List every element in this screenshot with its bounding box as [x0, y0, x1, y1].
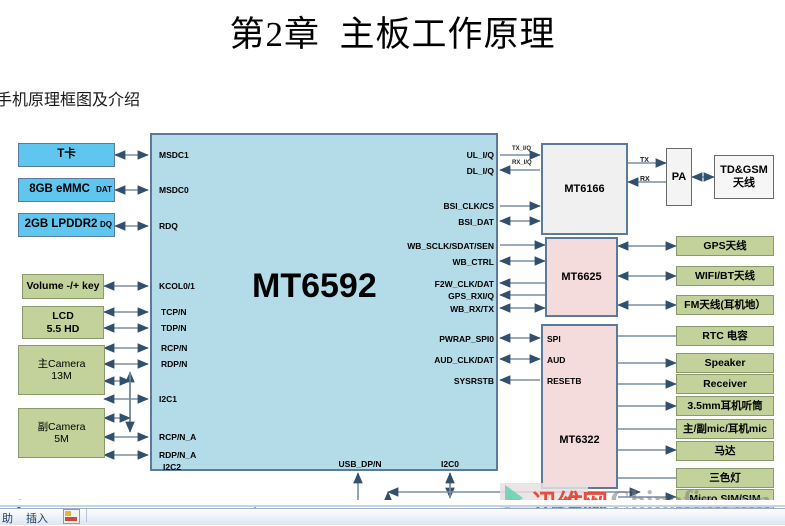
pa-label: PA: [671, 170, 687, 183]
block-tricolor-led[interactable]: 三色灯: [676, 468, 774, 488]
block-label: T卡: [57, 148, 76, 161]
label-rx-iq: RX_I/Q: [512, 160, 532, 166]
pin-rdq: RDQ: [159, 221, 178, 231]
block-mt6166[interactable]: MT6166: [541, 143, 628, 235]
block-label: 8GB eMMC: [29, 183, 90, 196]
block-label: 2GB LPDDR2: [24, 218, 98, 231]
block-headset-jack[interactable]: 3.5mm耳机听筒: [676, 396, 774, 416]
pin-msdc1: MSDC1: [159, 150, 189, 160]
antenna-label-line2: 天线: [733, 177, 755, 189]
block-fm-antenna[interactable]: FM天线(耳机地）: [676, 295, 774, 315]
page-subtitle: 手机原理框图及介绍: [0, 90, 141, 109]
pin-msdc0: MSDC0: [159, 185, 189, 195]
pin-aud: AUD: [547, 355, 566, 365]
block-pa[interactable]: PA: [666, 148, 692, 206]
block-label-line2: 5M: [54, 433, 69, 445]
pin-spi: SPI: [547, 334, 561, 344]
chip-label: MT6322: [559, 434, 600, 447]
block-label: 3.5mm耳机听筒: [687, 399, 763, 412]
pin-gps-rxiq: GPS_RXI/Q: [448, 291, 494, 301]
block-td-gsm-antenna[interactable]: TD&GSM 天线: [714, 155, 774, 199]
chip-label: MT6625: [561, 270, 602, 283]
antenna-label-line1: TD&GSM: [720, 164, 768, 177]
ribbon-tab-partial[interactable]: 助: [2, 513, 13, 525]
pin-wb-sclk: WB_SCLK/SDAT/SEN: [407, 241, 494, 251]
block-label: WIFI/BT天线: [694, 269, 756, 282]
block-label: Speaker: [704, 356, 746, 369]
block-receiver[interactable]: Receiver: [676, 374, 774, 394]
block-label-line2: 5.5 HD: [46, 322, 80, 335]
block-tag: DQ: [100, 220, 112, 230]
pin-i2c1: I2C1: [159, 394, 177, 404]
block-label: 马达: [714, 444, 736, 457]
block-label: FM天线(耳机地）: [684, 298, 766, 311]
chip-label: MT6166: [564, 182, 605, 195]
pin-resetb: RESETB: [547, 376, 582, 386]
slide-icon[interactable]: [63, 509, 80, 524]
pin-rdpn: RDP/N: [161, 359, 188, 369]
pin-tcpn: TCP/N: [161, 307, 187, 317]
block-label: RTC 电容: [702, 329, 748, 342]
page-title: 第2章 主板工作原理: [229, 15, 556, 54]
block-gps-antenna[interactable]: GPS天线: [676, 236, 774, 256]
pin-wb-rx-tx: WB_RX/TX: [450, 304, 494, 314]
block-lcd[interactable]: LCD 5.5 HD: [22, 306, 104, 339]
block-label-line1: 副Camera: [37, 420, 86, 433]
pin-aud-clk-dat: AUD_CLK/DAT: [434, 355, 494, 365]
block-mt6322[interactable]: MT6322: [541, 324, 618, 489]
block-mt6625[interactable]: MT6625: [545, 237, 618, 317]
block-rtc-cap[interactable]: RTC 电容: [676, 326, 774, 346]
block-sub-camera[interactable]: 副Camera 5M: [18, 408, 105, 458]
pin-i2c0: I2C0: [441, 459, 459, 469]
block-mics[interactable]: 主/副mic/耳机mic: [676, 419, 774, 439]
pin-rdpn-a: RDP/N_A: [159, 450, 197, 460]
block-volume-key[interactable]: Volume -/+ key: [22, 274, 104, 299]
label-tx: TX: [640, 157, 649, 164]
block-vibrator[interactable]: 马达: [676, 441, 774, 461]
block-wifi-bt-antenna[interactable]: WIFI/BT天线: [676, 266, 774, 286]
block-label: Volume -/+ key: [26, 280, 100, 293]
pin-f2w-clk: F2W_CLK/DAT: [434, 279, 494, 289]
block-label: Receiver: [703, 377, 747, 390]
pin-ul-iq: UL_I/Q: [466, 150, 494, 160]
pin-rcpn-a: RCP/N_A: [159, 432, 197, 442]
pin-kcol: KCOL0/1: [159, 281, 195, 291]
pin-dl-iq: DL_I/Q: [466, 166, 494, 176]
block-lpddr2[interactable]: 2GB LPDDR2 DQ: [18, 213, 115, 237]
block-label: 三色灯: [709, 471, 741, 484]
pin-bsi-clk-cs: BSI_CLK/CS: [443, 201, 494, 211]
label-tx-iq: TX_I/Q: [512, 146, 532, 152]
pin-bsi-dat: BSI_DAT: [458, 217, 494, 227]
app-ribbon-bar: [0, 508, 785, 525]
block-label: 主/副mic/耳机mic: [682, 422, 768, 435]
block-main-camera[interactable]: 主Camera 13M: [18, 345, 105, 395]
block-soc-mt6592[interactable]: MT6592: [150, 133, 498, 471]
pin-sysrstb: SYSRSTB: [453, 376, 494, 386]
pin-pwrap-spi0: PWRAP_SPI0: [439, 334, 494, 344]
ribbon-divider: [86, 509, 87, 522]
block-tag: DAT: [96, 185, 112, 195]
ribbon-tab-insert[interactable]: 插入: [26, 513, 48, 525]
pin-rcpn: RCP/N: [161, 343, 188, 353]
slide-bottom-spacer: [0, 500, 785, 506]
block-label-line1: 主Camera: [37, 357, 86, 370]
block-label-line1: LCD: [52, 310, 74, 323]
pin-tdpn: TDP/N: [161, 323, 187, 333]
block-t-card[interactable]: T卡: [18, 143, 115, 167]
block-emmc[interactable]: 8GB eMMC DAT: [18, 178, 115, 202]
pin-i2c2: I2C2: [163, 462, 181, 472]
ribbon-separator: [0, 505, 785, 507]
block-label: GPS天线: [703, 239, 747, 252]
block-label-line2: 13M: [51, 370, 72, 382]
pin-wb-ctrl: WB_CTRL: [452, 257, 494, 267]
block-speaker[interactable]: Speaker: [676, 353, 774, 373]
soc-label: MT6592: [252, 267, 377, 305]
label-rx: RX: [640, 176, 650, 183]
pin-usb-dpn: USB_DP/N: [338, 459, 382, 469]
